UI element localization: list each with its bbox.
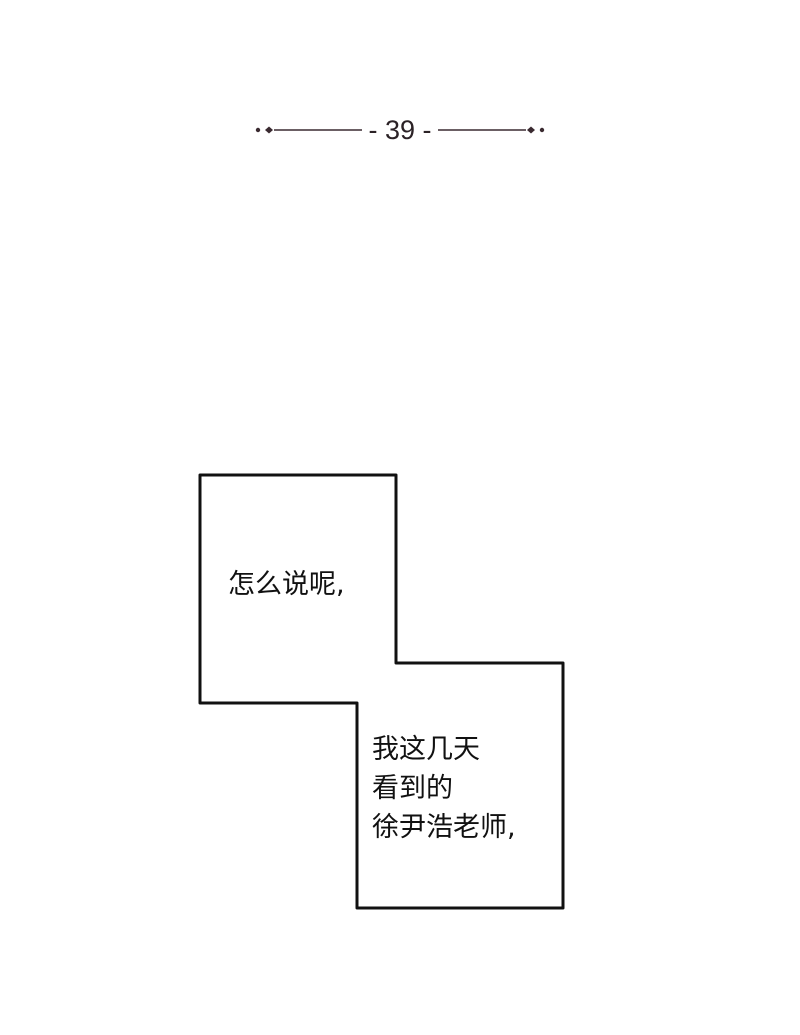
chapter-header: - 39 - [0,108,800,152]
left-diamond-icon [265,126,273,134]
right-diamond-icon [527,126,535,134]
left-dot-outer-icon [255,127,261,133]
chapter-number: - 39 - [368,115,432,145]
caption-line: 徐尹浩老师, [372,812,516,843]
caption-line: 看到的 [372,773,453,804]
caption-text-second: 我这几天 看到的 徐尹浩老师, [372,730,516,847]
caption-text-first: 怎么说呢, [228,565,345,604]
right-dot-outer-icon [539,127,545,133]
caption-box-path [198,473,565,910]
caption-line: 怎么说呢, [228,569,345,600]
caption-line: 我这几天 [372,734,480,765]
chapter-ornament [255,126,545,134]
